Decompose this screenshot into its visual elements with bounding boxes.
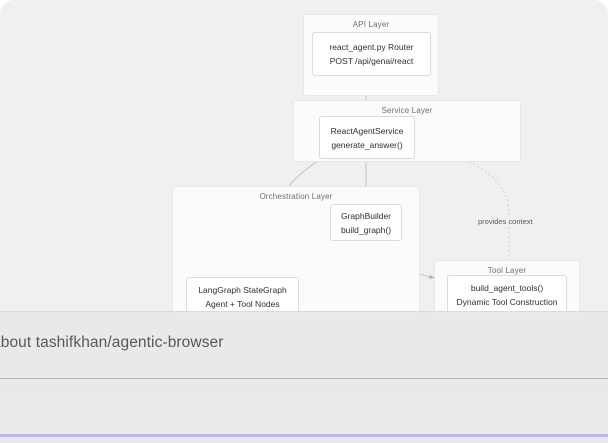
overlay-divider: [0, 378, 608, 379]
node-graph-builder-line1: GraphBuilder: [340, 210, 392, 221]
node-react-agent-router[interactable]: react_agent.py Router POST /api/genai/re…: [312, 32, 431, 76]
edge-service-to-tools-context: [424, 147, 510, 268]
node-build-agent-tools-line2: Dynamic Tool Construction: [456, 297, 558, 307]
node-react-agent-service[interactable]: ReactAgentService generate_answer(): [319, 116, 415, 159]
node-graph-builder[interactable]: GraphBuilder build_graph(): [330, 204, 402, 241]
overlay-accent-bar: [0, 434, 608, 437]
node-langgraph-stategraph[interactable]: LangGraph StateGraph Agent + Tool Nodes: [186, 277, 299, 316]
bottom-overlay-panel[interactable]: about tashifkhan/agentic-browser: [0, 311, 608, 443]
node-react-agent-service-line2: generate_answer(): [331, 139, 403, 150]
group-service-layer-title: Service Layer: [381, 106, 433, 115]
node-build-agent-tools-line1: build_agent_tools(): [470, 283, 544, 293]
node-graph-builder-line2: build_graph(): [340, 224, 392, 235]
overlay-heading: about tashifkhan/agentic-browser: [0, 334, 224, 351]
node-build-agent-tools[interactable]: build_agent_tools() Dynamic Tool Constru…: [447, 275, 567, 315]
group-api-layer-title: API Layer: [352, 20, 390, 29]
node-langgraph-stategraph-line1: LangGraph StateGraph: [198, 284, 287, 295]
node-react-agent-router-line2: POST /api/genai/react: [329, 56, 414, 66]
edge-label-provides-context: provides context: [475, 216, 536, 227]
node-react-agent-service-line1: ReactAgentService: [330, 125, 404, 136]
group-orchestration-layer-title: Orchestration Layer: [259, 192, 333, 201]
overlay-footer-band: [0, 437, 608, 443]
node-langgraph-stategraph-line2: Agent + Tool Nodes: [205, 298, 280, 309]
group-tool-layer-title: Tool Layer: [487, 266, 527, 275]
node-react-agent-router-line1: react_agent.py Router: [329, 42, 414, 52]
